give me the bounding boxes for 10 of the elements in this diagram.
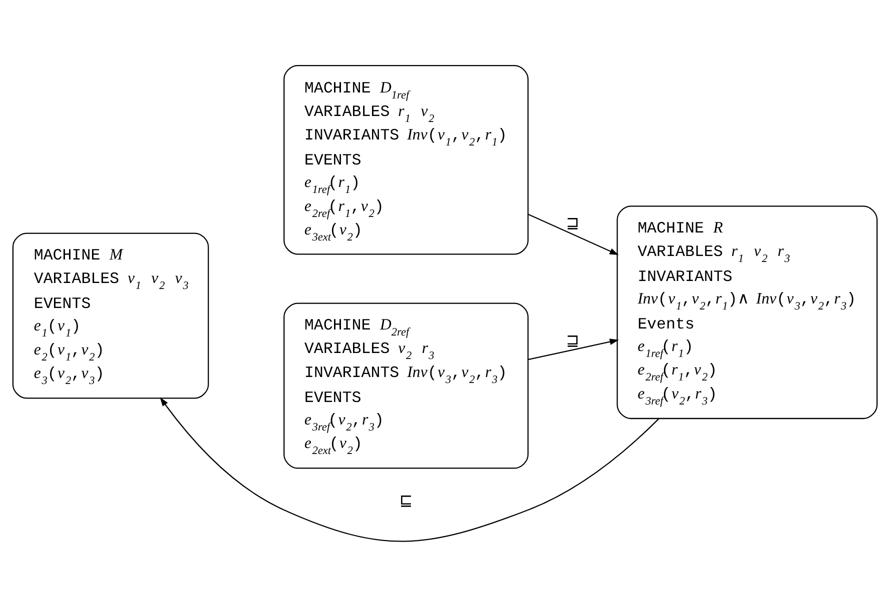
edge-label: ⊒ (566, 330, 580, 350)
node-box: MACHINE M VARIABLES v$_{1}$ v$_{2}$ v$_{3}$ EVENTS e$_{1}$(v$_{1}$) e$_{2}$(v$_{1}$,v$_{2}$) e$_{3}$(v$_{2}$,v$_{3}$) (12, 232, 209, 399)
arrow (160, 397, 660, 542)
node-box: MACHINE D$_{2ref}$ VARIABLES v$_{2}$ r$_{3}$ INVARIANTS Inv(v$_{3}$,v$_{2}$,r$_{3}$) EVENTS e$_{3ref}$(v$_{2}$,r$_{3}$) e$_{2ext}$(v$_{2}$) (283, 302, 529, 469)
edge-label: ⊑ (399, 490, 413, 510)
edge-label: ⊒ (566, 212, 580, 232)
arrow (528, 214, 619, 256)
arrow (528, 338, 619, 360)
node-box: MACHINE D$_{1ref}$ VARIABLES r$_{1}$ v$_{2}$ INVARIANTS Inv(v$_{1}$,v$_{2}$,r$_{1}$) EVENTS e$_{1ref}$(r$_{1}$) e$_{2ref}$(r$_{1}$,v$_{2}$) e$_{3ext}$(v$_{2}$) (283, 64, 529, 255)
node-box: MACHINE R VARIABLES r$_{1}$ v$_{2}$ r$_{3}$ INVARIANTS Inv(v$_{1}$,v$_{2}$,r$_{1}$)∧ Inv(v$_{3}$,v$_{2}$,r$_{3}$) Events e$_{1ref}$(r$_{1}$) e$_{2ref}$(r$_{1}$,v$_{2}$) e$_{3ref}$(v$_{2}$,r$_{3}$) (616, 206, 878, 420)
